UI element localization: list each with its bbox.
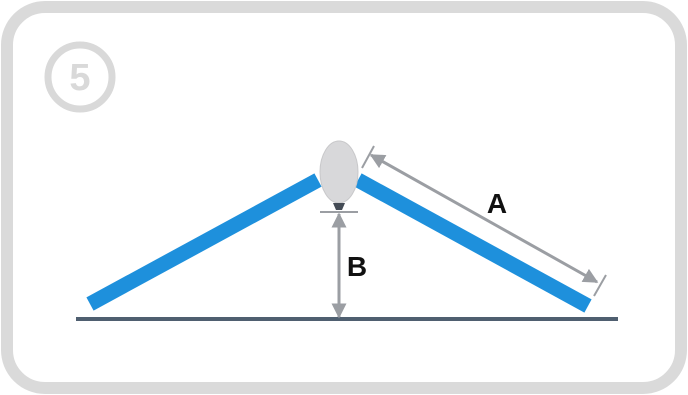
dimension-a-tick-end bbox=[593, 274, 607, 297]
hinge-tip bbox=[333, 203, 345, 210]
label-a: A bbox=[487, 188, 507, 219]
dimension-b: B bbox=[320, 211, 367, 319]
dimension-a: A bbox=[361, 145, 607, 297]
label-b: B bbox=[347, 251, 367, 282]
step-badge-circle bbox=[44, 41, 116, 113]
dimension-a-tick-start bbox=[361, 145, 375, 169]
step-badge: 5 bbox=[44, 41, 116, 113]
dimension-a-arrow bbox=[369, 153, 599, 284]
step-number: 5 bbox=[69, 57, 90, 99]
left-beam bbox=[86, 173, 322, 311]
hinge-body bbox=[319, 140, 359, 204]
hinge bbox=[319, 140, 359, 210]
